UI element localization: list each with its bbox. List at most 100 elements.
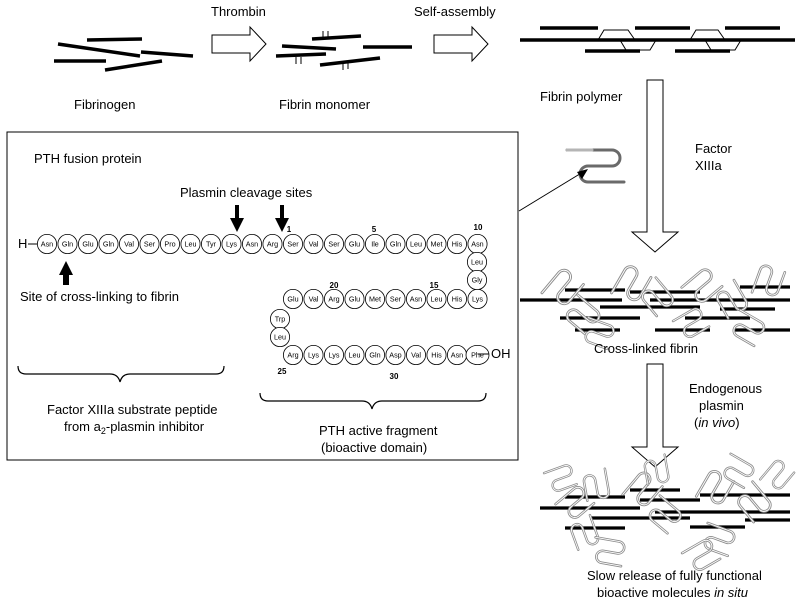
arrow-endogenous-plasmin xyxy=(630,363,680,468)
residue-label: Gly xyxy=(472,276,483,285)
residue-label: Glu xyxy=(349,295,360,304)
residue-label: Val xyxy=(124,240,134,249)
pth-fusion-protein-box xyxy=(6,131,519,461)
label-cross-linked-fibrin: Cross-linked fibrin xyxy=(594,341,698,356)
pth-hairpin xyxy=(716,278,748,320)
residue-lys: Lys xyxy=(467,288,488,309)
pth-hairpin xyxy=(610,265,653,302)
residue-gln: Gln xyxy=(364,344,385,365)
residue-val: Val xyxy=(303,288,324,309)
residue-val: Val xyxy=(405,344,426,365)
residue-label: Glu xyxy=(287,295,298,304)
residue-lys: Lys xyxy=(221,233,242,254)
fibrinogen-strands xyxy=(54,37,194,72)
pth-hairpin xyxy=(750,264,787,297)
pth-hairpin xyxy=(582,467,611,502)
residue-number-25: 25 xyxy=(278,367,287,376)
residue-label: Val xyxy=(411,351,421,360)
label-substrate-from-a: from a xyxy=(64,419,102,434)
arrow-factor-xiiia xyxy=(630,79,680,253)
residue-asn: Asn xyxy=(467,233,488,254)
pth-hairpin xyxy=(565,293,601,336)
label-thrombin: Thrombin xyxy=(211,4,266,19)
pth-hairpin xyxy=(723,452,755,490)
residue-lys: Lys xyxy=(303,344,324,365)
residue-number-10: 10 xyxy=(474,223,483,232)
pth-hairpin xyxy=(694,470,736,505)
residue-glu: Glu xyxy=(282,288,303,309)
residue-number-5: 5 xyxy=(372,225,377,234)
pth-hairpin xyxy=(643,453,670,487)
residue-label: Lys xyxy=(329,351,340,360)
pth-hairpin xyxy=(621,471,664,507)
label-factor-line2: XIIIa xyxy=(695,158,723,173)
released-fibrin-graphic xyxy=(540,452,796,571)
residue-label: His xyxy=(452,240,463,249)
pth-hairpin xyxy=(680,268,724,303)
brace-substrate xyxy=(17,365,225,383)
residue-gln: Gln xyxy=(57,233,78,254)
residue-ser: Ser xyxy=(282,233,303,254)
residue-label: Lys xyxy=(226,240,237,249)
residue-label: Leu xyxy=(410,240,422,249)
residue-met: Met xyxy=(364,288,385,309)
label-in-vivo-italic: in vivo xyxy=(698,415,735,430)
residue-number-20: 20 xyxy=(330,281,339,290)
residue-label: Gln xyxy=(103,240,114,249)
residue-label: Asn xyxy=(41,240,53,249)
pth-hairpin xyxy=(570,513,600,551)
box-title: PTH fusion protein xyxy=(34,151,142,166)
residue-ile: Ile xyxy=(364,233,385,254)
residue-number-15: 15 xyxy=(430,281,439,290)
residue-label: Phe xyxy=(471,351,484,360)
residue-tyr: Tyr xyxy=(200,233,221,254)
residue-label: Asn xyxy=(246,240,258,249)
fibrin-polymer-strands xyxy=(520,26,795,53)
residue-label: Ile xyxy=(371,240,379,249)
residue-label: Arg xyxy=(328,295,339,304)
pth-hairpin xyxy=(641,276,674,318)
residue-asn: Asn xyxy=(405,288,426,309)
residue-gln: Gln xyxy=(98,233,119,254)
residue-his: His xyxy=(446,288,467,309)
pth-hairpin xyxy=(554,486,596,519)
pth-hairpin xyxy=(540,268,585,306)
residue-label: Tyr xyxy=(206,240,217,249)
residue-label: Lys xyxy=(472,295,483,304)
residue-label: Leu xyxy=(471,258,483,267)
residue-lys: Lys xyxy=(323,344,344,365)
c-terminus: OH xyxy=(491,346,511,361)
residue-arg: Arg xyxy=(262,233,283,254)
residue-label: Gln xyxy=(369,351,380,360)
n-terminus: H xyxy=(18,236,27,251)
residue-label: His xyxy=(431,351,442,360)
residue-label: Ser xyxy=(287,240,299,249)
residue-label: Lys xyxy=(308,351,319,360)
residue-label: Asn xyxy=(410,295,422,304)
pth-hairpin xyxy=(732,308,766,348)
label-crosslink-site: Site of cross-linking to fibrin xyxy=(20,289,179,304)
residue-leu: Leu xyxy=(344,344,365,365)
residue-label: Leu xyxy=(185,240,197,249)
cleavage-arrows xyxy=(230,205,289,232)
residue-met: Met xyxy=(426,233,447,254)
label-release-line2-text: bioactive molecules xyxy=(597,585,714,600)
residue-phe: Phe xyxy=(465,344,490,365)
cross-linked-fibrin-graphic xyxy=(520,264,790,351)
residue-ser: Ser xyxy=(323,233,344,254)
pointer-arrow xyxy=(518,169,588,212)
label-in-vivo: (in vivo) xyxy=(694,415,740,430)
residue-label: Asn xyxy=(471,240,483,249)
residue-label: Gln xyxy=(62,240,73,249)
fibrin-monomer-strands xyxy=(275,31,412,70)
arrow-self-assembly xyxy=(433,25,489,63)
label-plasmin-cleavage: Plasmin cleavage sites xyxy=(180,185,313,200)
residue-pro: Pro xyxy=(159,233,180,254)
label-factor-line1: Factor xyxy=(695,141,733,156)
crosslink-arrow xyxy=(59,261,73,285)
residue-label: Arg xyxy=(267,240,278,249)
residue-trp: Trp xyxy=(269,308,290,329)
pth-hairpin xyxy=(584,316,615,351)
